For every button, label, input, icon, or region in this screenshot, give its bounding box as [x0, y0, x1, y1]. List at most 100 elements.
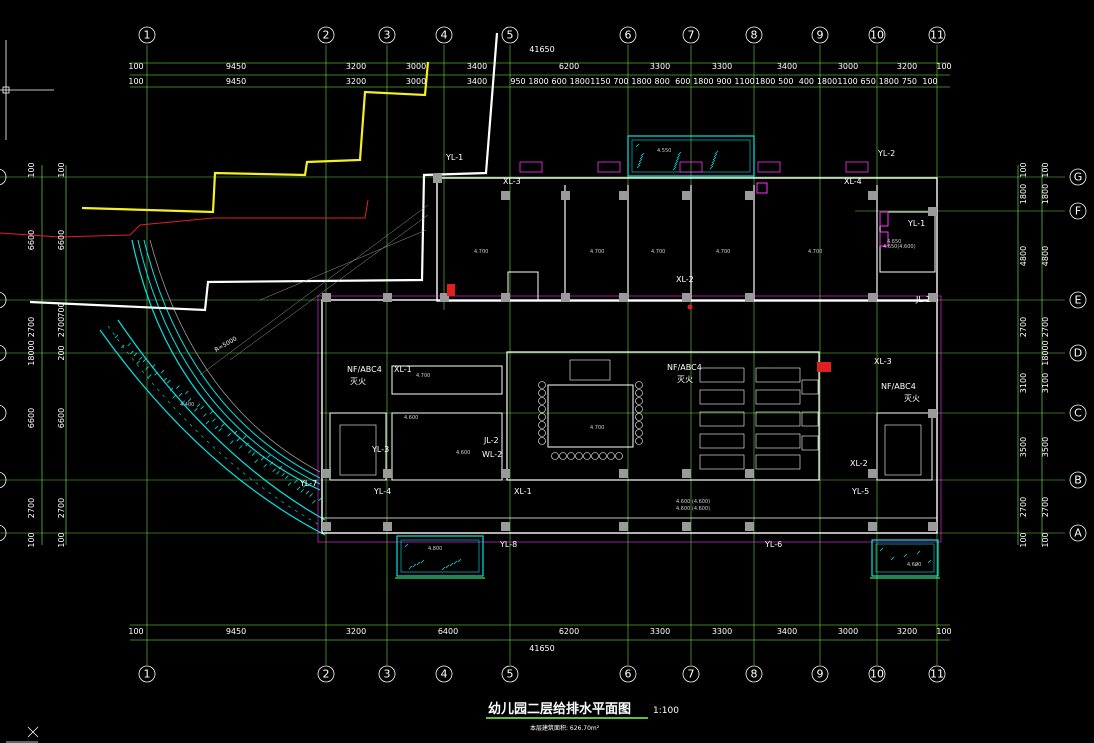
dim-top1-1: 9450 [226, 62, 246, 71]
pipe-xl2-right: XL-2 [850, 459, 868, 468]
axis-bubble-bottom-4: 4 [435, 665, 453, 683]
chair-21 [591, 452, 599, 460]
dim-right-outer-2: 4800 [1041, 246, 1050, 266]
hatch-41 [139, 356, 143, 361]
chair-13 [635, 429, 643, 437]
hatch-55 [187, 398, 192, 402]
elev-16: 4.650(4.600) [883, 244, 916, 250]
svg-text:D: D [1074, 347, 1082, 360]
red-markers [447, 284, 831, 372]
dim-top2-10: 900 [716, 77, 731, 86]
dim-right-outer-6: 3500 [1041, 437, 1050, 457]
chair-1 [635, 381, 643, 389]
dim-top2-0: 950 [510, 77, 525, 86]
axis-bubble-top-label-11: 11 [930, 29, 944, 42]
dim-left-outer-5: 2700 [27, 498, 36, 518]
hatch-86 [294, 479, 298, 484]
hatch-71 [239, 445, 243, 449]
dim-top2-17: 650 [861, 77, 876, 86]
dim-top2-19: 750 [902, 77, 917, 86]
hatch-37 [133, 352, 138, 357]
axis-bubble-bottom-label-4: 4 [441, 668, 448, 681]
hatch-49 [169, 387, 174, 392]
hatch-79 [269, 461, 274, 466]
column-3 [619, 191, 628, 200]
nf-right-sub: 灭火 [904, 394, 920, 403]
axis-bubble-top-label-3: 3 [384, 29, 391, 42]
elev-7: 4.700 [590, 425, 604, 431]
hatch-20 [408, 565, 413, 570]
hatch-42 [145, 366, 149, 370]
dim-top2-1: 1800 [528, 77, 548, 86]
dim-left-inner-0: 100 [57, 162, 66, 177]
hatch-76 [260, 456, 265, 461]
dim-top2-12: 1800 [755, 77, 775, 86]
column-0 [433, 174, 442, 183]
dim-left-outer-3: 18000 [27, 340, 36, 365]
hatch-46 [160, 369, 165, 374]
chair-22 [599, 452, 607, 460]
dim-top1b-4: 3400 [467, 77, 487, 86]
hatch-89 [303, 483, 307, 488]
hatch-13 [676, 154, 681, 159]
dim-bottom-6: 3300 [712, 627, 732, 636]
axis-bubble-bottom-1: 1 [138, 665, 156, 683]
hatch-marks [114, 143, 932, 571]
furniture [569, 359, 819, 470]
axis-bubble-bottom-9: 9 [811, 665, 829, 683]
pipe-wl2: WL-2 [482, 450, 502, 459]
elev-1: 4.700 [474, 249, 488, 255]
hatch-90 [309, 493, 313, 497]
hatch-60 [209, 410, 213, 415]
dim-right-outer-0: 100 [1041, 162, 1050, 177]
hatch-82 [278, 465, 283, 470]
axis-bubble-bottom-5: 5 [501, 665, 519, 683]
column-2 [561, 191, 570, 200]
drawing-subtitle: 本层建筑面积: 626.70m² [530, 724, 600, 732]
pipe-yl2: YL-2 [877, 149, 895, 158]
hatch-68 [230, 440, 234, 444]
column-29 [619, 522, 628, 531]
column-12 [561, 293, 570, 302]
axis-bubble-bottom-label-9: 9 [817, 668, 824, 681]
hatch-15 [640, 152, 645, 157]
axis-bubble-right-C: C [1069, 404, 1087, 422]
pipe-jl2: JL-2 [483, 436, 499, 445]
ucs-crosshair-icon [0, 40, 54, 140]
axis-bubble-bottom-3: 3 [378, 665, 396, 683]
chair-7 [635, 405, 643, 413]
pipe-yl7: YL-7 [299, 479, 317, 488]
column-13 [619, 293, 628, 302]
axis-bubble-bottom-label-7: 7 [688, 668, 695, 681]
hatch-40 [142, 358, 147, 363]
hatch-64 [214, 425, 219, 430]
elev-13: 4.800 [428, 546, 442, 552]
curved-balcony [99, 239, 326, 536]
axis-bubble-bottom-label-1: 1 [144, 668, 151, 681]
hatch-61 [205, 420, 210, 425]
elev-11: 4.600 (4.600) [676, 506, 710, 512]
hatch-73 [251, 452, 256, 456]
pipe-xl3-top: XL-3 [503, 177, 521, 186]
nf-mid: NF/ABC4 [667, 363, 702, 372]
hatch-34 [114, 334, 119, 339]
dimension-text: 41650 41650 [529, 45, 554, 653]
hatch-18 [404, 543, 409, 548]
chair-3 [635, 389, 643, 397]
axis-bubble-bottom-10: 10 [868, 665, 886, 683]
chair-4 [538, 397, 546, 405]
column-22 [682, 469, 691, 478]
hatch-92 [312, 500, 316, 504]
drawing-title: 幼儿园二层给排水平面图 [488, 701, 631, 717]
column-23 [745, 469, 754, 478]
axis-bubble-bottom-label-8: 8 [751, 668, 758, 681]
hatch-54 [181, 400, 185, 405]
axis-bubble-top-label-1: 1 [144, 29, 151, 42]
hatch-91 [305, 490, 310, 495]
dim-left-inner-1: 6600 [57, 230, 66, 250]
chair-14 [538, 437, 546, 445]
axis-bubble-right-G: G [1069, 168, 1087, 186]
axis-bubble-top-label-2: 2 [323, 29, 330, 42]
nf-left: NF/ABC4 [347, 365, 382, 374]
